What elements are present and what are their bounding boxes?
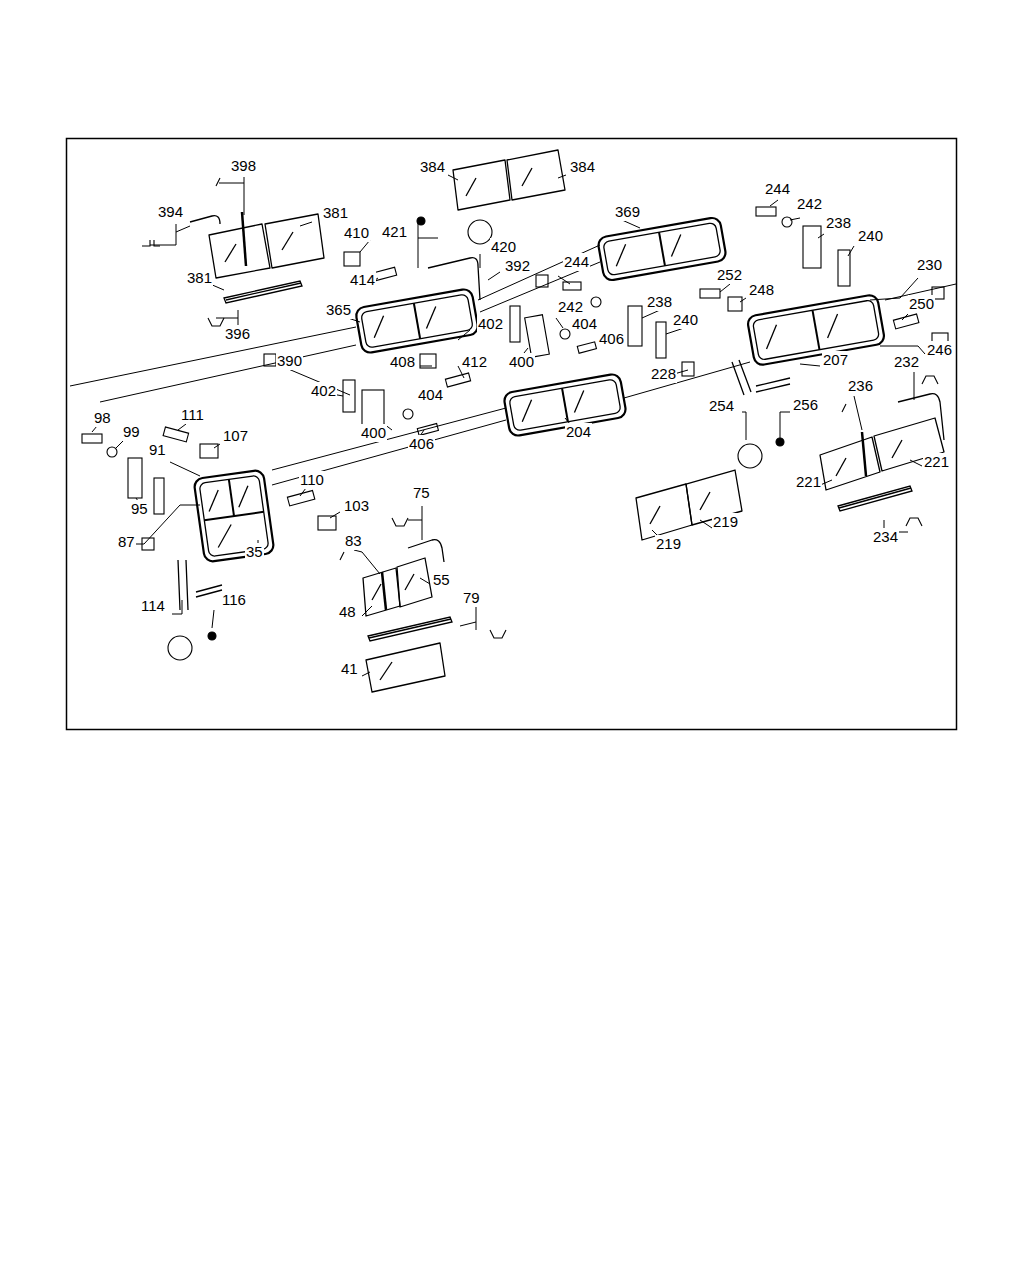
callout-number: 398 bbox=[230, 157, 257, 175]
callout-number: 256 bbox=[792, 396, 819, 414]
callout-number: 221 bbox=[923, 453, 950, 471]
callout-number: 250 bbox=[908, 295, 935, 313]
hardware bbox=[82, 178, 948, 660]
callout-number: 248 bbox=[748, 281, 775, 299]
callout-number: 406 bbox=[598, 330, 625, 348]
callout-number: 252 bbox=[716, 266, 743, 284]
callout-number: 242 bbox=[557, 298, 584, 316]
callout-number: 116 bbox=[221, 591, 247, 609]
callout-number: 75 bbox=[412, 484, 431, 502]
callout-number: 219 bbox=[712, 513, 739, 531]
callout-number: 99 bbox=[122, 423, 141, 441]
window-365 bbox=[355, 288, 479, 354]
callout-number: 238 bbox=[646, 293, 673, 311]
callout-number: 87 bbox=[117, 533, 136, 551]
callout-number: 219 bbox=[655, 535, 682, 553]
callout-number: 79 bbox=[462, 589, 481, 607]
callout-number: 41 bbox=[340, 660, 359, 678]
callout-number: 244 bbox=[563, 253, 590, 271]
callout-number: 381 bbox=[186, 269, 213, 287]
callout-number: 236 bbox=[847, 377, 874, 395]
callout-number: 91 bbox=[148, 441, 167, 459]
callout-number: 254 bbox=[708, 397, 735, 415]
callout-number: 421 bbox=[381, 223, 408, 241]
callout-number: 402 bbox=[310, 382, 337, 400]
callout-number: 400 bbox=[360, 424, 387, 442]
callout-number: 365 bbox=[325, 301, 352, 319]
callout-number: 107 bbox=[222, 427, 249, 445]
callout-number: 48 bbox=[338, 603, 357, 621]
leader-lines bbox=[92, 175, 925, 676]
callout-number: 110 bbox=[299, 471, 325, 489]
callout-number: 384 bbox=[419, 158, 446, 176]
window-369 bbox=[597, 217, 727, 282]
callout-number: 240 bbox=[672, 311, 699, 329]
callout-number: 244 bbox=[764, 180, 791, 198]
callout-number: 242 bbox=[796, 195, 823, 213]
callout-number: 410 bbox=[343, 224, 370, 242]
callout-number: 98 bbox=[93, 409, 112, 427]
callout-number: 204 bbox=[565, 423, 592, 441]
callout-number: 232 bbox=[893, 353, 920, 371]
callout-number: 95 bbox=[130, 500, 149, 518]
callout-number: 408 bbox=[389, 353, 416, 371]
callout-number: 234 bbox=[872, 528, 899, 546]
callout-number: 412 bbox=[461, 353, 488, 371]
callout-number: 404 bbox=[571, 315, 598, 333]
callout-number: 228 bbox=[650, 365, 677, 383]
callout-number: 420 bbox=[490, 238, 517, 256]
callout-number: 240 bbox=[857, 227, 884, 245]
callout-number: 381 bbox=[322, 204, 349, 222]
callout-number: 406 bbox=[408, 435, 435, 453]
seal-strips bbox=[178, 216, 944, 641]
callout-number: 394 bbox=[157, 203, 184, 221]
callout-number: 384 bbox=[569, 158, 596, 176]
callout-number: 396 bbox=[224, 325, 251, 343]
window-35 bbox=[193, 470, 274, 563]
callout-number: 221 bbox=[795, 473, 822, 491]
callout-number: 400 bbox=[508, 353, 535, 371]
callout-number: 402 bbox=[477, 315, 504, 333]
callout-number: 103 bbox=[343, 497, 370, 515]
callout-number: 207 bbox=[822, 351, 849, 369]
callout-number: 35 bbox=[245, 543, 264, 561]
callout-number: 369 bbox=[614, 203, 641, 221]
frame bbox=[67, 139, 957, 730]
callout-number: 404 bbox=[417, 386, 444, 404]
callout-number: 392 bbox=[504, 257, 531, 275]
callout-number: 238 bbox=[825, 214, 852, 232]
callout-number: 390 bbox=[276, 352, 303, 370]
assembly-lines bbox=[70, 245, 956, 485]
callout-number: 111 bbox=[180, 406, 205, 424]
glass-panes bbox=[209, 150, 944, 692]
callout-number: 230 bbox=[916, 256, 943, 274]
callout-number: 83 bbox=[344, 532, 363, 550]
callout-number: 246 bbox=[926, 341, 953, 359]
callout-number: 414 bbox=[349, 271, 376, 289]
callout-number: 114 bbox=[140, 597, 166, 615]
window-207 bbox=[747, 294, 886, 366]
callout-number: 55 bbox=[432, 571, 451, 589]
